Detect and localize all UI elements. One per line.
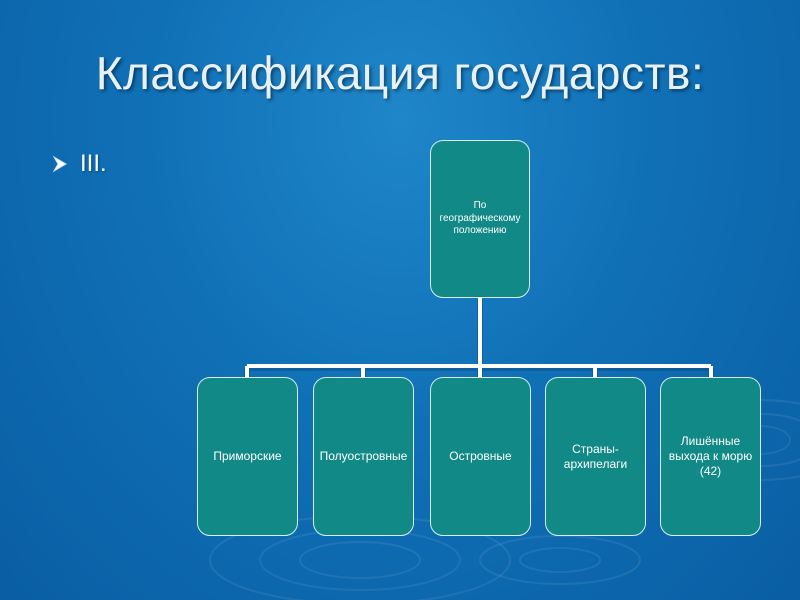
slide-title: Классификация государств: (95, 47, 705, 99)
child-node-coastal: Приморские (197, 377, 298, 536)
child-node-label: Островные (449, 449, 512, 463)
bullet-text: III. (80, 150, 107, 177)
child-node-label: Полуостровные (319, 449, 408, 463)
child-node-landlocked: Лишённые выхода к морю (42) (660, 377, 761, 536)
child-node-island: Островные (430, 377, 531, 536)
child-node-archipelago: Страны- архипелаги (545, 377, 646, 536)
child-node-peninsular: Полуостровные (313, 377, 414, 536)
child-node-label: Страны- архипелаги (563, 441, 628, 471)
child-node-label: Приморские (213, 449, 282, 463)
arrow-bullet-icon (52, 155, 67, 173)
child-node-label: Лишённые выхода к морю (42) (668, 434, 753, 478)
root-node: По географическому положению (430, 140, 530, 298)
root-node-label: По географическому положению (439, 200, 521, 237)
bullet-item: III. (50, 150, 107, 178)
